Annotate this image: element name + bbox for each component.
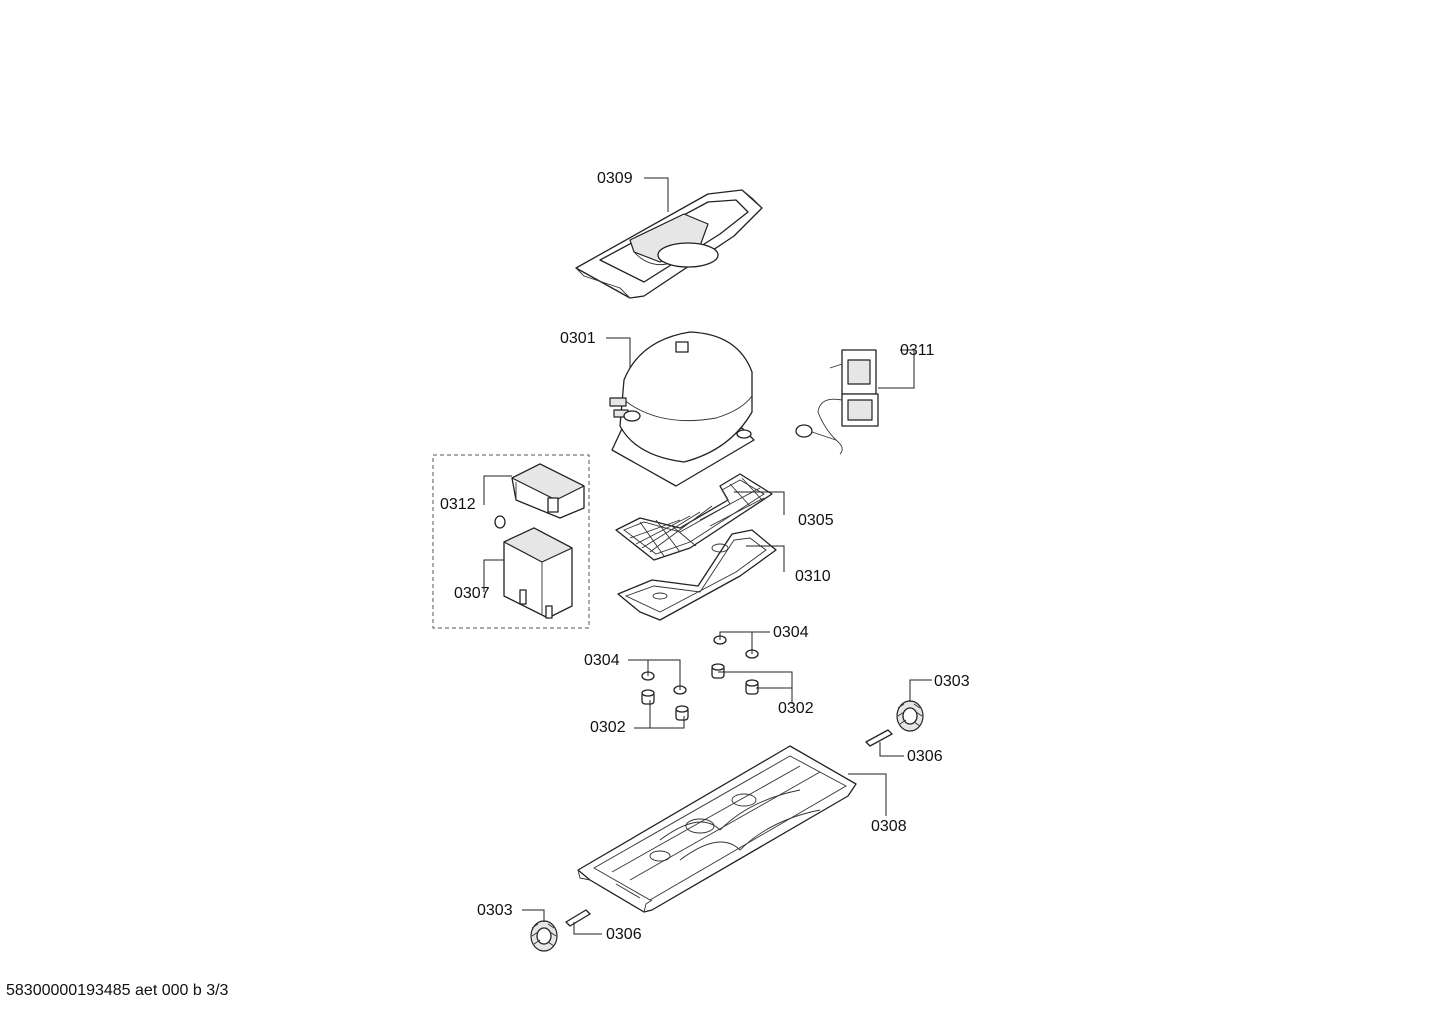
electronics-group-box: [432, 454, 590, 629]
callout-0301[interactable]: 0301: [560, 330, 596, 347]
part-0302-grommets[interactable]: [641, 663, 759, 721]
callout-0304-right[interactable]: 0304: [773, 624, 809, 641]
callout-0309[interactable]: 0309: [597, 170, 633, 187]
callout-0306-lower[interactable]: 0306: [606, 926, 642, 943]
part-0306-axle-lower[interactable]: [565, 909, 591, 927]
part-0308-base-plate[interactable]: [577, 745, 857, 913]
part-0303-wheel-upper[interactable]: [896, 700, 924, 732]
callout-0312[interactable]: 0312: [440, 496, 476, 513]
callout-0302-left[interactable]: 0302: [590, 719, 626, 736]
callout-0305[interactable]: 0305: [798, 512, 834, 529]
part-0305-grid-mat[interactable]: [615, 473, 773, 561]
callout-0304-left[interactable]: 0304: [584, 652, 620, 669]
document-id: 58300000193485 aet 000 b 3/3: [6, 982, 229, 999]
callout-0306-upper[interactable]: 0306: [907, 748, 943, 765]
callout-0310[interactable]: 0310: [795, 568, 831, 585]
callout-0303-lower[interactable]: 0303: [477, 902, 513, 919]
part-0301-compressor[interactable]: [609, 331, 755, 487]
callout-0307[interactable]: 0307: [454, 585, 490, 602]
part-0306-axle-upper[interactable]: [865, 729, 893, 747]
part-0304-washers[interactable]: [641, 635, 759, 695]
part-0311-relay[interactable]: [795, 349, 879, 455]
callout-0303-upper[interactable]: 0303: [934, 673, 970, 690]
part-0307-control-module[interactable]: [494, 515, 573, 619]
leader-lines: [483, 177, 932, 935]
callout-0302-right[interactable]: 0302: [778, 700, 814, 717]
part-0310-drip-tray[interactable]: [617, 529, 777, 621]
part-0303-wheel-lower[interactable]: [530, 920, 558, 952]
callout-0308[interactable]: 0308: [871, 818, 907, 835]
callout-0311[interactable]: 0311: [900, 342, 935, 359]
part-0309-cover-tray[interactable]: [575, 189, 763, 299]
part-0312-electronics-cover[interactable]: [511, 463, 585, 519]
